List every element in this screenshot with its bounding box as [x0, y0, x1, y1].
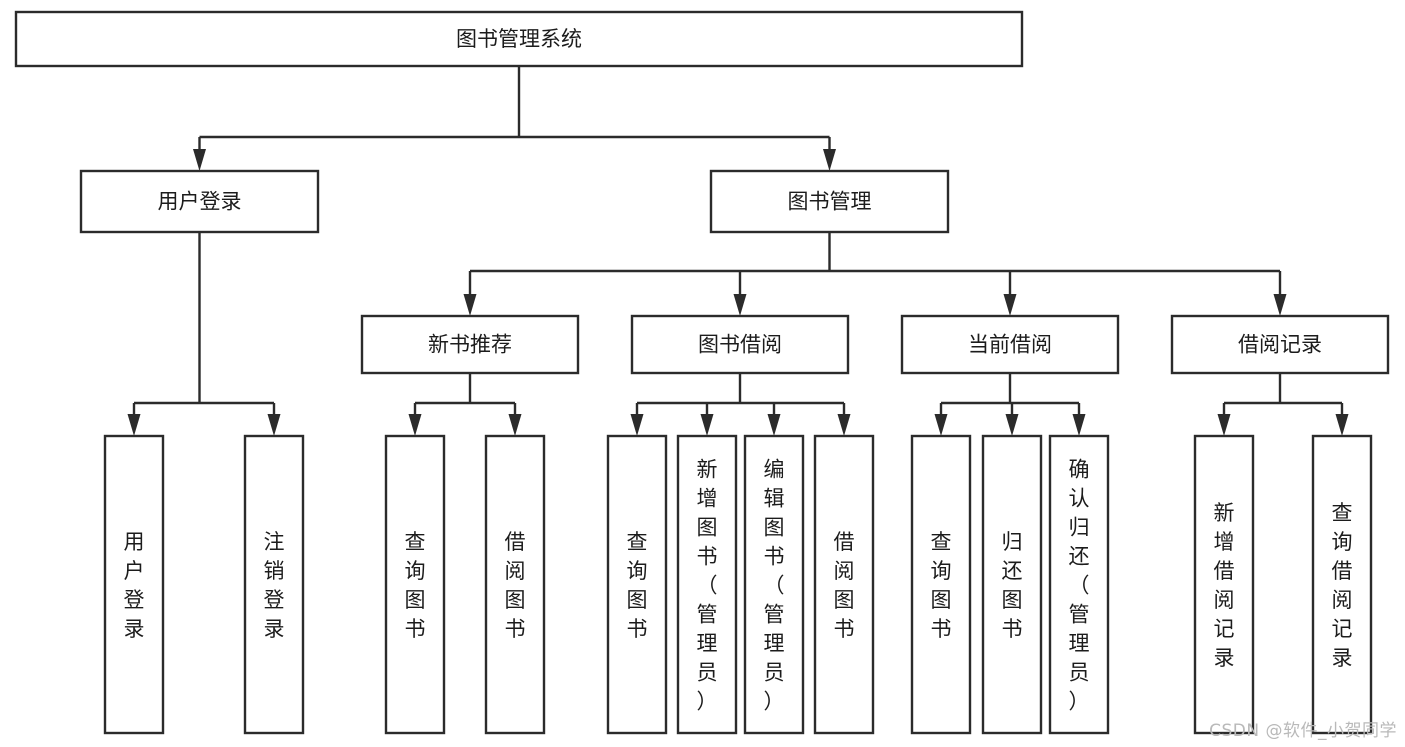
- arrow-head-icon: [1217, 414, 1231, 436]
- node-leaf-confirm-return[interactable]: 确认归还（管理员）: [1048, 434, 1110, 735]
- connector-group: [193, 66, 836, 171]
- node-leaf-add-book[interactable]: 新增图书（管理员）: [676, 434, 738, 735]
- node-leaf-edit-book[interactable]: 编辑图书（管理员）: [743, 434, 805, 735]
- node-box-leaf-borrow-book-1[interactable]: [484, 434, 546, 735]
- arrow-head-icon: [463, 294, 477, 316]
- arrow-head-icon: [1335, 414, 1349, 436]
- arrow-head-icon: [193, 149, 206, 171]
- node-leaf-user-login[interactable]: 用户登录: [103, 434, 165, 735]
- node-leaf-query-book-2[interactable]: 查询图书: [606, 434, 668, 735]
- arrow-head-icon: [630, 414, 644, 436]
- node-box-leaf-confirm-return[interactable]: [1048, 434, 1110, 735]
- node-box-leaf-query-book-2[interactable]: [606, 434, 668, 735]
- node-label-leaf-user-login: 用户登录: [124, 530, 145, 641]
- node-book-borrow[interactable]: 图书借阅: [630, 314, 850, 375]
- node-box-leaf-edit-book[interactable]: [743, 434, 805, 735]
- node-label-leaf-confirm-return: 确认归还（管理员）: [1069, 458, 1090, 714]
- arrow-head-icon: [408, 414, 422, 436]
- node-label-leaf-borrow-book-1: 借阅图书: [505, 530, 526, 641]
- node-box-user-login[interactable]: [79, 169, 320, 234]
- node-label-new-book-rec: 新书推荐: [428, 333, 512, 357]
- node-label-leaf-edit-book: 编辑图书（管理员）: [764, 458, 785, 714]
- node-box-new-book-rec[interactable]: [360, 314, 580, 375]
- node-label-borrow-record: 借阅记录: [1238, 333, 1322, 357]
- connector-group: [463, 232, 1287, 316]
- connector-group: [934, 373, 1086, 436]
- node-current-borrow[interactable]: 当前借阅: [900, 314, 1120, 375]
- arrow-head-icon: [837, 414, 851, 436]
- node-box-leaf-return-book[interactable]: [981, 434, 1043, 735]
- node-box-borrow-record[interactable]: [1170, 314, 1390, 375]
- node-box-leaf-borrow-book-2[interactable]: [813, 434, 875, 735]
- arrow-head-icon: [700, 414, 714, 436]
- node-book-manage[interactable]: 图书管理: [709, 169, 950, 234]
- node-box-leaf-user-login[interactable]: [103, 434, 165, 735]
- node-leaf-borrow-book-1[interactable]: 借阅图书: [484, 434, 546, 735]
- arrow-head-icon: [823, 149, 836, 171]
- node-new-book-rec[interactable]: 新书推荐: [360, 314, 580, 375]
- node-label-leaf-borrow-book-2: 借阅图书: [834, 530, 855, 641]
- arrow-head-icon: [1072, 414, 1086, 436]
- node-label-leaf-query-record: 查询借阅记录: [1332, 501, 1353, 670]
- arrow-head-icon: [767, 414, 781, 436]
- connector-group: [127, 232, 281, 436]
- node-leaf-query-book-1[interactable]: 查询图书: [384, 434, 446, 735]
- node-box-leaf-query-record[interactable]: [1311, 434, 1373, 735]
- node-box-leaf-logout[interactable]: [243, 434, 305, 735]
- node-user-login[interactable]: 用户登录: [79, 169, 320, 234]
- node-label-current-borrow: 当前借阅: [968, 333, 1052, 357]
- node-label-leaf-query-book-2: 查询图书: [627, 530, 648, 641]
- arrow-head-icon: [127, 414, 141, 436]
- node-box-leaf-add-book[interactable]: [676, 434, 738, 735]
- node-leaf-query-book-3[interactable]: 查询图书: [910, 434, 972, 735]
- node-box-current-borrow[interactable]: [900, 314, 1120, 375]
- node-label-leaf-add-record: 新增借阅记录: [1214, 501, 1235, 670]
- connector-group: [408, 373, 522, 436]
- arrow-head-icon: [733, 294, 747, 316]
- node-leaf-return-book[interactable]: 归还图书: [981, 434, 1043, 735]
- node-box-leaf-query-book-3[interactable]: [910, 434, 972, 735]
- arrow-head-icon: [267, 414, 281, 436]
- watermark-label: CSDN @软件_小贺同学: [1209, 721, 1397, 741]
- node-box-book-manage[interactable]: [709, 169, 950, 234]
- connector-group: [630, 373, 851, 436]
- arrow-head-icon: [1273, 294, 1287, 316]
- node-label-user-login: 用户登录: [158, 190, 242, 214]
- arrow-head-icon: [508, 414, 522, 436]
- connectors-layer: [127, 66, 1349, 436]
- node-leaf-add-record[interactable]: 新增借阅记录: [1193, 434, 1255, 735]
- node-root[interactable]: 图书管理系统: [14, 10, 1024, 68]
- node-label-leaf-query-book-3: 查询图书: [931, 530, 952, 641]
- node-box-book-borrow[interactable]: [630, 314, 850, 375]
- node-leaf-borrow-book-2[interactable]: 借阅图书: [813, 434, 875, 735]
- connector-group: [1217, 373, 1349, 436]
- nodes-layer: 图书管理系统用户登录图书管理新书推荐图书借阅当前借阅借阅记录用户登录注销登录查询…: [14, 10, 1390, 735]
- arrow-head-icon: [934, 414, 948, 436]
- node-label-leaf-add-book: 新增图书（管理员）: [697, 458, 718, 714]
- arrow-head-icon: [1003, 294, 1017, 316]
- node-box-leaf-add-record[interactable]: [1193, 434, 1255, 735]
- node-borrow-record[interactable]: 借阅记录: [1170, 314, 1390, 375]
- node-leaf-logout[interactable]: 注销登录: [243, 434, 305, 735]
- node-label-book-borrow: 图书借阅: [698, 333, 782, 357]
- node-label-leaf-return-book: 归还图书: [1002, 530, 1023, 641]
- node-box-leaf-query-book-1[interactable]: [384, 434, 446, 735]
- node-leaf-query-record[interactable]: 查询借阅记录: [1311, 434, 1373, 735]
- arrow-head-icon: [1005, 414, 1019, 436]
- node-box-root[interactable]: [14, 10, 1024, 68]
- node-label-book-manage: 图书管理: [788, 190, 872, 214]
- node-label-leaf-query-book-1: 查询图书: [405, 530, 426, 641]
- node-label-root: 图书管理系统: [456, 27, 582, 51]
- node-label-leaf-logout: 注销登录: [264, 530, 285, 641]
